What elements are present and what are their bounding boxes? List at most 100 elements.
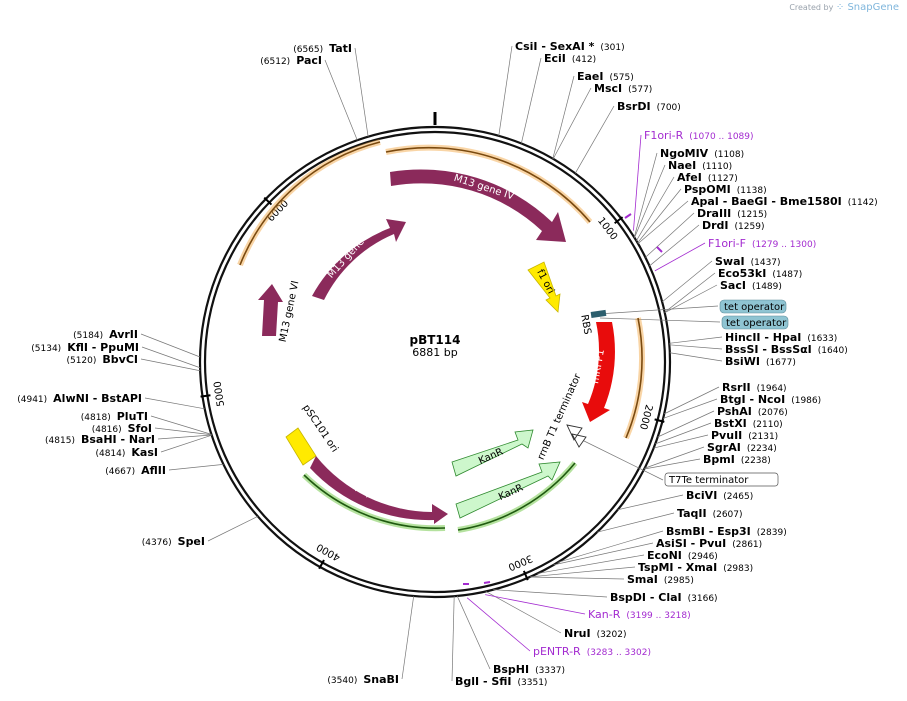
site-pos-aflii: (4667) [105,467,135,477]
site-taqii: TaqII(2607) [677,507,743,520]
site-pos-tspmi-xmai: (2983) [723,564,753,574]
tick-4000 [318,559,325,570]
site-pos-csii-sexai: (301) [600,43,624,53]
site-bsphi: BspHI(3337) [493,663,565,676]
site-pos-bgli-sfii: (3351) [518,678,548,688]
feature-kanr-1 [451,429,534,477]
primer-leader-pentr-r [466,597,531,652]
primer-range-pentr-r: (3283 .. 3302) [587,648,651,658]
site-name-bsmbi-esp3i: BsmBI - Esp3I [666,525,751,538]
feature-rbs [590,309,607,318]
site-name-bstxi: BstXI [714,417,747,430]
site-swai: SwaI(1437) [715,255,781,268]
site-pos-bsahi-nari: (4815) [45,436,75,446]
site-pos-bsssi-bsss-i: (1640) [818,346,848,356]
site-bsahi-nari: (4815) BsaHI - NarI [45,433,155,446]
feature-psc101-ori [285,427,317,466]
site-pos-bcivi: (2465) [723,492,753,502]
site-pos-saci: (1489) [752,282,782,292]
leader-ecii [520,57,542,144]
leader-bgli-sfii [451,596,455,682]
site-pos-ngomiv: (1108) [714,150,744,160]
label-m13-gene-i: M13 gene I [325,232,370,281]
boxed-label-tet-operator-1: tet operator [719,299,787,314]
leader-kfli-ppumi [141,346,201,369]
tick-label-3000: 3000 [506,552,534,572]
credit-brand: SnapGene [847,2,899,13]
site-eco53ki: Eco53kI (1487) [718,267,802,280]
leader-hincii-hpai [669,336,723,344]
site-pos-bsphi: (3337) [535,666,565,676]
primer-leader-kan-r [485,594,586,615]
site-name-eaei: EaeI [577,70,604,83]
leader-bcivi [617,494,684,511]
site-name-bsahi-nari: BsaHI - NarI [81,433,155,446]
site-pos-eco53ki: (1487) [772,270,802,280]
leader-paci [324,59,358,141]
site-pos-sgrai: (2234) [747,444,777,454]
site-pluti: (4818)PluTI [81,410,148,423]
site-name-spei: SpeI [178,535,205,548]
site-pos-draiii: (1215) [737,210,767,220]
leader-asisi-pvui [553,542,654,566]
primer-f1ori-r: F1ori-R(1070 .. 1089) [644,129,754,142]
site-name-bcivi: BciVI [686,489,717,502]
site-pos-btgi-ncoi: (1986) [791,396,821,406]
site-nrui: NruI(3202) [564,627,627,640]
site-name-bpmi: BpmI [703,453,735,466]
boxed-label-tet-operator-2-text: tet operator [726,318,787,329]
leader-bstxi [655,422,712,445]
site-name-snabi: SnaBI [363,673,399,686]
site-sgrai: SgrAI(2234) [707,441,777,454]
leader-pspomi [637,188,682,244]
primer-mark-f1ori-f [656,246,663,253]
leader-alwni-bstapi [144,397,205,410]
site-pspomi: PspOMI(1138) [684,183,767,196]
site-paci: (6512)PacI [260,54,322,67]
feature-mrfp1 [582,322,615,422]
site-snabi: (3540)SnaBI [327,673,399,686]
site-apai-baegi-bme1580i: ApaI - BaeGI - Bme1580I(1142) [691,195,878,208]
leader-pvuii [653,434,709,449]
site-eaei: EaeI (575) [577,70,634,83]
leader-bsssi-bsss-i [669,344,723,350]
leader-bspdi-clai [493,589,608,598]
site-name-tati: TatI [329,42,352,55]
site-pos-bsmbi-esp3i: (2839) [757,528,787,538]
leader-apai-baegi-bme1580i [637,200,689,244]
site-pos-bpmi: (2238) [741,456,771,466]
site-name-pvuii: PvuII [711,429,742,442]
leader-draiii [645,212,695,258]
leader-tati [354,47,369,137]
leader-btgi-ncoi [662,398,718,419]
site-pos-eaei: (575) [610,73,634,83]
site-pos-rsrii: (1964) [757,384,787,394]
boxed-label-tet-operator-2: tet operator [721,315,789,330]
site-avrii: (5184)AvrII [73,328,138,341]
plasmid-name: pBT114 [410,333,461,347]
site-kasi: (4814)KasI [95,446,158,459]
snapgene-logo: ⁘ SnapGene [835,2,899,13]
leader-pluti [150,415,212,435]
site-pos-hincii-hpai: (1633) [807,334,837,344]
feature-m13-gene-vi [258,284,283,336]
leader-pshai [657,410,715,438]
feature-m13-gene-iv [390,169,566,242]
tick-1000 [614,216,624,225]
site-name-pshai: PshAI [717,405,752,418]
leader-swai [661,260,713,303]
site-name-asisi-pvui: AsiSI - PvuI [656,537,726,550]
site-sfoi: (4816)SfoI [92,422,152,435]
site-name-eco53ki: Eco53kI [718,267,766,280]
site-name-hincii-hpai: HincII - HpaI [725,331,801,344]
site-bgli-sfii: BglI - SfiI (3351) [455,675,547,688]
site-name-smai: SmaI [627,573,658,586]
site-name-drdi: DrdI [702,219,729,232]
label-rbs: RBS [578,314,592,336]
boxed-label-t7te-terminator: T7Te terminator [664,472,779,487]
leader-afei [636,176,675,242]
orf-arc-green-right [457,462,576,531]
site-name-pluti: PluTI [117,410,148,423]
boxed-leader-0 [597,305,719,315]
site-name-bgli-sfii: BglI - SfiI [455,675,512,688]
